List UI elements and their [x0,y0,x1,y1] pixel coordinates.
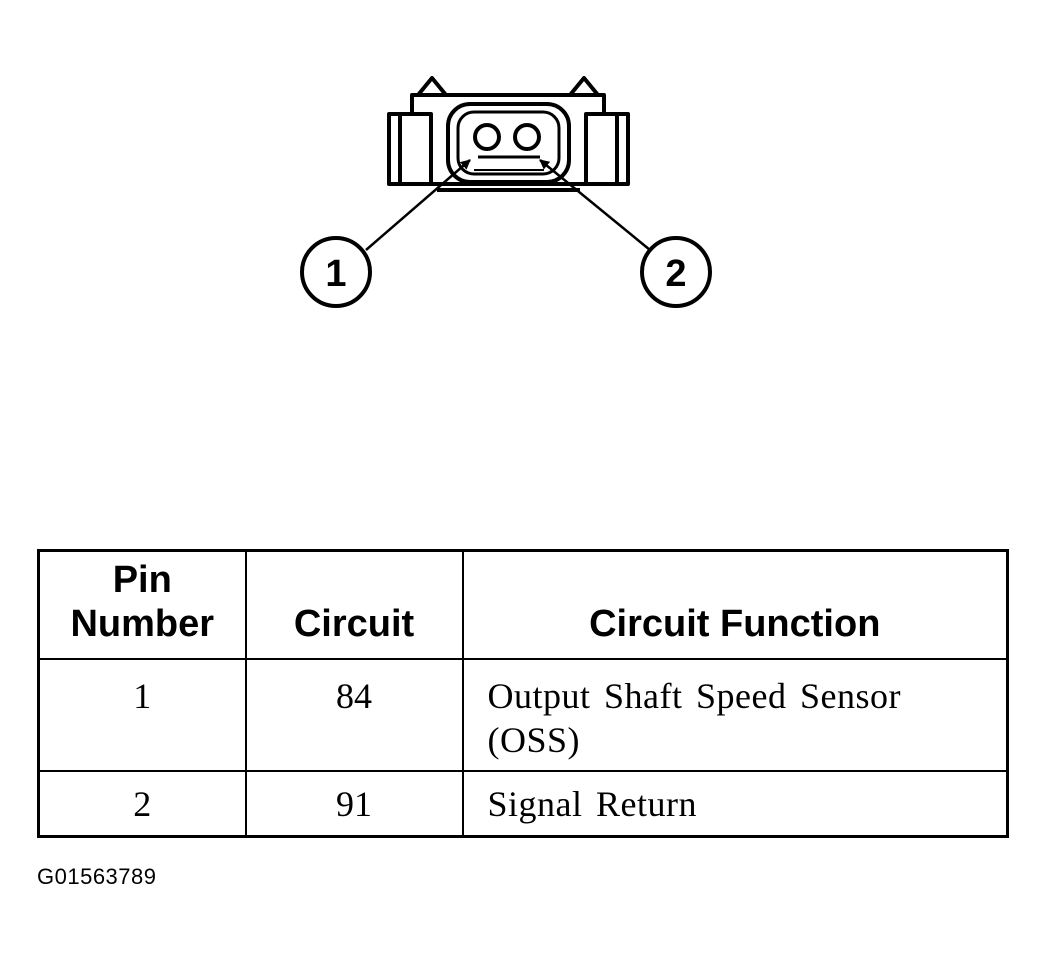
housing-top [410,93,606,114]
figure-id: G01563789 [37,864,157,889]
leader-line-1 [365,159,471,251]
pin-hole-1 [473,123,501,151]
left-latch-tab [416,76,448,97]
header-circuit: Circuit [244,549,464,660]
cell-function: Output Shaft Speed Sensor (OSS) [461,657,1009,772]
table-row: 2 91 Signal Return [37,769,1009,838]
pin-hole-2 [513,123,541,151]
connector-housing [387,76,630,192]
table-header-row: Pin Number Circuit Circuit Function [37,549,1009,660]
cell-circuit: 84 [244,657,464,772]
callout-1: 1 [300,236,372,308]
right-latch-tab [568,76,600,97]
inner-cavity [446,102,571,184]
cell-pin: 1 [37,657,247,772]
pin-table: Pin Number Circuit Circuit Function 1 84… [37,549,1009,838]
connector-diagram: 1 2 [300,76,712,308]
header-circuit-function: Circuit Function [461,549,1009,660]
cell-function: Signal Return [461,769,1009,838]
header-pin-number: Pin Number [37,549,247,660]
leader-line-2 [539,159,651,251]
left-flange [387,112,433,186]
callout-1-label: 1 [325,253,346,295]
callout-2: 2 [640,236,712,308]
right-flange [584,112,630,186]
table-row: 1 84 Output Shaft Speed Sensor (OSS) [37,657,1009,772]
cell-pin: 2 [37,769,247,838]
header-pin-line2: Number [70,602,215,645]
header-pin-line1: Pin [112,558,172,601]
cell-circuit: 91 [244,769,464,838]
callout-2-label: 2 [665,253,686,295]
